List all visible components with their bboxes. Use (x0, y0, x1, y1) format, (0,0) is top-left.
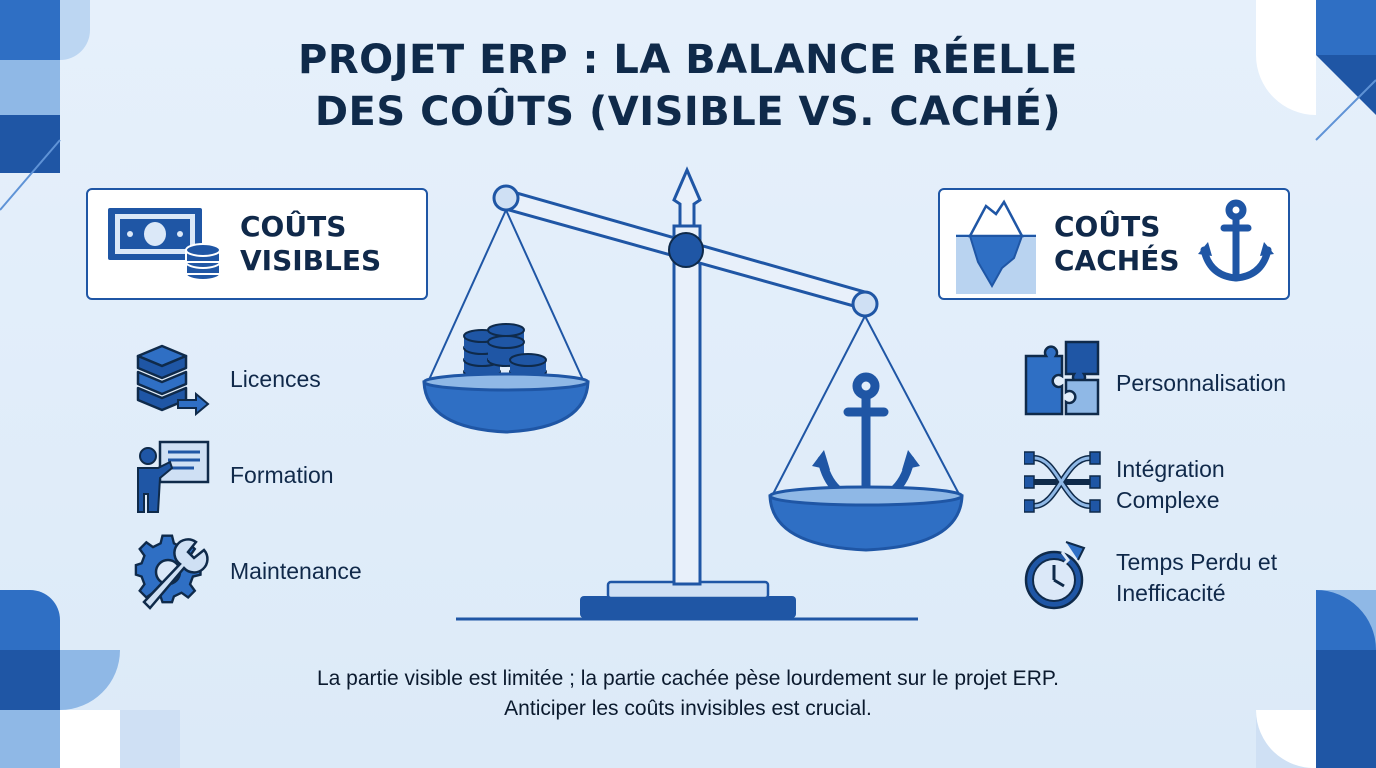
money-icon (108, 208, 221, 281)
presenter-icon (137, 440, 210, 513)
anchor-in-pan-icon (817, 372, 915, 507)
visible-item-formation: Formation (230, 462, 334, 488)
corner-decoration-bottom-right (1256, 590, 1376, 768)
anchor-icon (1198, 199, 1274, 282)
scale-right-pan (768, 494, 964, 552)
corner-decoration-top-right (1256, 0, 1376, 141)
caption-line1: La partie visible est limitée ; la parti… (316, 667, 1059, 690)
visible-costs-title: COÛTS VISIBLES (240, 210, 382, 277)
page-title-line1: PROJET ERP : LA BALANCE RÉELLE (298, 37, 1078, 83)
hidden-item-personnalisation: Personnalisation (1116, 370, 1287, 396)
visible-item-licences: Licences (230, 366, 321, 392)
iceberg-icon (956, 199, 1036, 294)
server-stack-icon (136, 344, 210, 416)
coins-icon (463, 323, 547, 379)
hidden-item-integration: Intégration Complexe (1116, 456, 1225, 513)
scale-left-knob (492, 184, 520, 212)
integration-cables-icon (1024, 451, 1101, 513)
broken-clock-icon (1024, 541, 1086, 610)
page-title: PROJET ERP : LA BALANCE RÉELLE DES COÛTS… (188, 34, 1188, 138)
caption: La partie visible est limitée ; la parti… (188, 664, 1188, 724)
scale-base-bottom (580, 596, 796, 618)
caption-line2: Anticiper les coûts invisibles est cruci… (504, 697, 872, 720)
visible-costs-header (86, 188, 428, 300)
page-title-line2: DES COÛTS (VISIBLE VS. CACHÉ) (314, 89, 1062, 135)
scale-pillar (672, 224, 702, 586)
visible-item-maintenance: Maintenance (230, 558, 362, 584)
balance-scale (422, 166, 964, 621)
gear-wrench-icon (134, 534, 209, 610)
hidden-costs-title: COÛTS CACHÉS (1054, 210, 1180, 277)
scale-spike (672, 166, 702, 228)
corner-decoration-top-left (0, 0, 90, 211)
hidden-item-temps-perdu: Temps Perdu et Inefficacité (1116, 549, 1278, 606)
corner-decoration-bottom-left (0, 590, 180, 768)
puzzle-icon (1024, 340, 1100, 416)
scale-right-knob (851, 290, 879, 318)
scale-pivot (668, 232, 704, 268)
scale-left-pan (422, 380, 590, 434)
